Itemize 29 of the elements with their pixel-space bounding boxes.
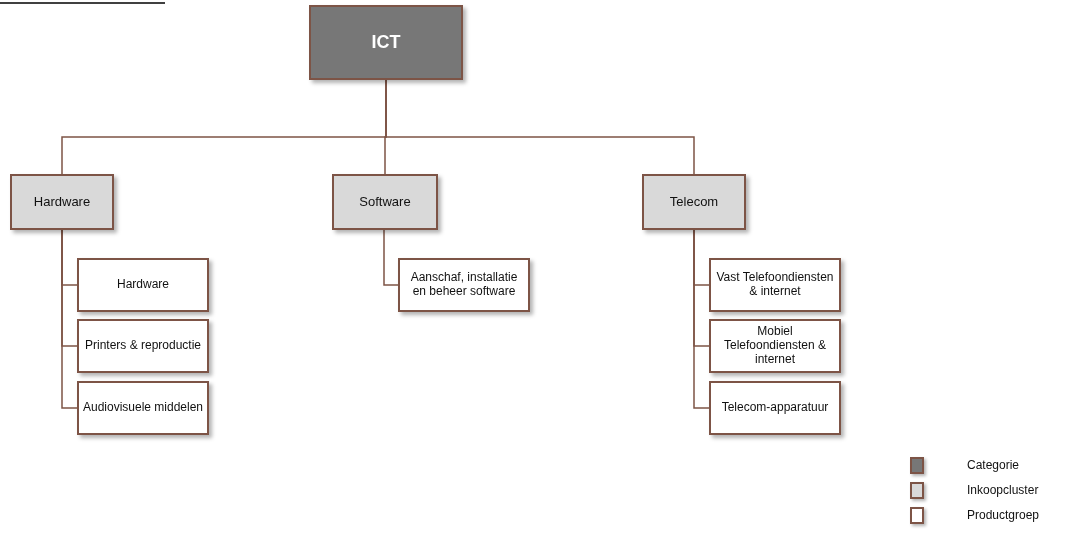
cluster-box bbox=[10, 174, 114, 230]
connector-line bbox=[693, 229, 710, 409]
product-group-box bbox=[77, 319, 209, 373]
node-label: Software bbox=[358, 194, 412, 210]
connector-line bbox=[383, 229, 399, 286]
node-label: Hardware bbox=[116, 278, 170, 292]
node-label: Vast Telefoondiensten & internet bbox=[715, 271, 835, 299]
node-label: Hardware bbox=[32, 194, 92, 210]
legend-label: Productgroep bbox=[967, 508, 1040, 522]
product-group-box bbox=[77, 381, 209, 435]
cluster-box bbox=[642, 174, 746, 230]
legend-label: Inkoopcluster bbox=[967, 483, 1039, 497]
legend-label: Categorie bbox=[967, 458, 1020, 472]
category-box bbox=[309, 5, 463, 80]
node-label: Aanschaf, installatie en beheer software bbox=[409, 271, 519, 299]
category-label: ICT bbox=[370, 32, 402, 53]
product-group-box bbox=[398, 258, 530, 312]
connector-line bbox=[61, 229, 78, 409]
node-label: Audiovisuele middelen bbox=[81, 401, 205, 415]
cluster-box bbox=[332, 174, 438, 230]
connector-line bbox=[385, 79, 695, 175]
product-group-box bbox=[709, 381, 841, 435]
product-group-box bbox=[77, 258, 209, 312]
node-label: Telecom bbox=[668, 194, 720, 210]
product-group-box bbox=[709, 319, 841, 373]
node-label: Mobiel Telefoondiensten & internet bbox=[722, 325, 828, 367]
node-label: Printers & reproductie bbox=[83, 339, 203, 353]
node-label: Telecom-apparatuur bbox=[720, 401, 830, 415]
product-group-box bbox=[709, 258, 841, 312]
